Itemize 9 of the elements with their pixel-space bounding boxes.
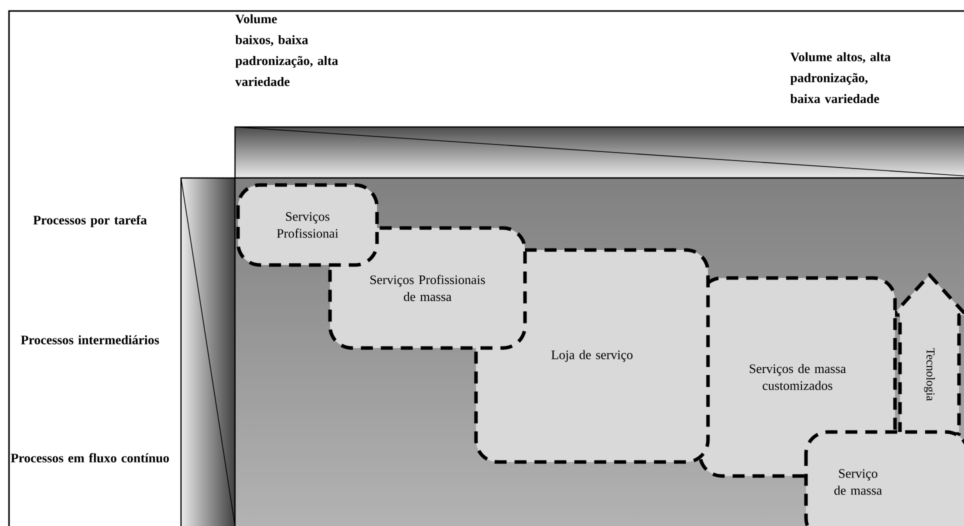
node-label: Tecnologia [924,348,935,401]
row-heading: Processos intermediários [20,335,159,344]
row-heading: Processos em fluxo contínuo [10,453,169,462]
column-heading: Volume altos, alta padronização, baixa variedade [790,52,891,104]
node-label: Serviços de massa customizados [750,364,846,390]
dashed-rounded-box: Serviço de massa [804,430,964,526]
column-heading: Volume baixos, baixa padronização, alta variedade [235,14,338,86]
dashed-rounded-box: Serviços Profissionai [236,183,379,267]
row-heading: Processos por tarefa [33,215,147,228]
